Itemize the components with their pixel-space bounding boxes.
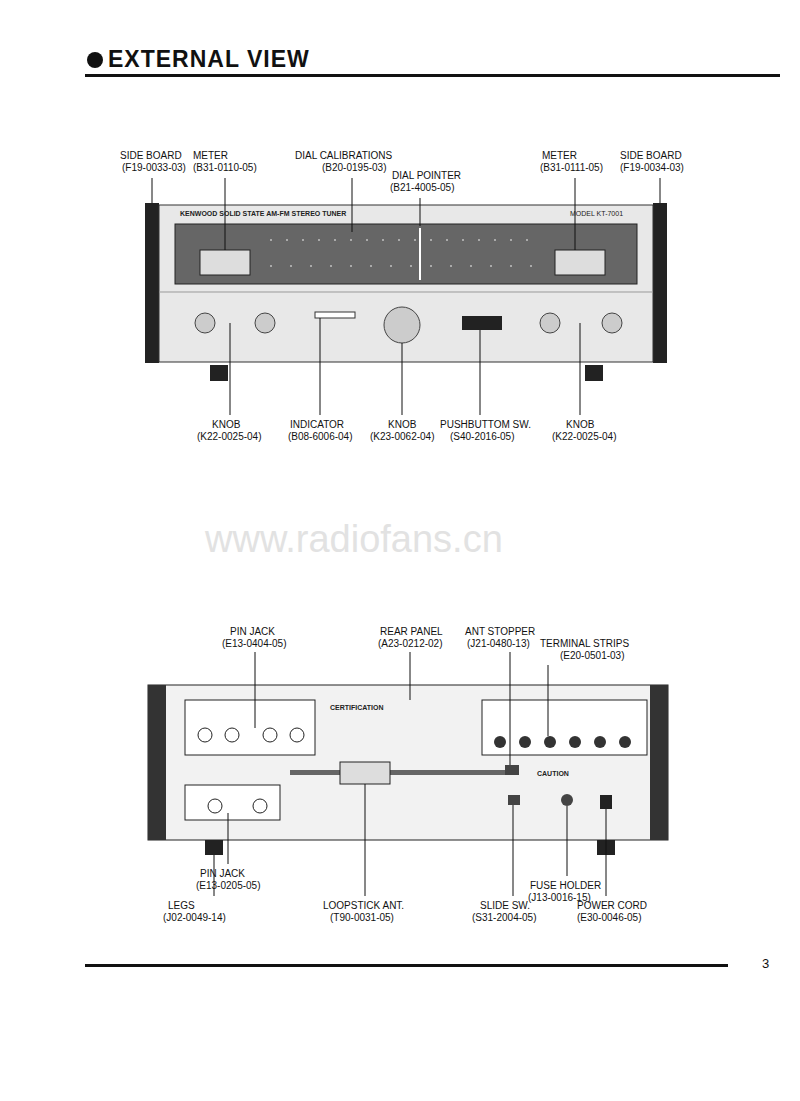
- part-name: LOOPSTICK ANT.: [323, 900, 404, 912]
- part-number: (F19-0033-03): [122, 162, 186, 174]
- part-number: (E13-0205-05): [196, 880, 260, 892]
- panel-text: MODEL KT-7001: [570, 210, 623, 218]
- part-number: (K22-0025-04): [197, 431, 261, 443]
- panel-text: CERTIFICATION: [330, 704, 384, 712]
- part-name: PUSHBUTTOM SW.: [440, 419, 531, 431]
- part-number: (E20-0501-03): [560, 650, 624, 662]
- part-number: (F19-0034-03): [620, 162, 684, 174]
- part-name: INDICATOR: [290, 419, 344, 431]
- part-name: POWER CORD: [577, 900, 647, 912]
- part-number: (A23-0212-02): [378, 638, 442, 650]
- watermark: www.radiofans.cn: [205, 518, 503, 562]
- part-number: (K22-0025-04): [552, 431, 616, 443]
- part-number: (S31-2004-05): [472, 912, 536, 924]
- panel-text: CAUTION: [537, 770, 569, 778]
- part-name: PIN JACK: [230, 626, 275, 638]
- part-number: (B20-0195-03): [322, 162, 386, 174]
- part-number: (K23-0062-04): [370, 431, 434, 443]
- part-number: (S40-2016-05): [450, 431, 514, 443]
- part-name: METER: [542, 150, 577, 162]
- part-name: METER: [193, 150, 228, 162]
- part-name: KNOB: [212, 419, 240, 431]
- part-number: (E13-0404-05): [222, 638, 286, 650]
- part-name: KNOB: [388, 419, 416, 431]
- part-name: DIAL CALIBRATIONS: [295, 150, 392, 162]
- part-name: REAR PANEL: [380, 626, 443, 638]
- part-name: TERMINAL STRIPS: [540, 638, 629, 650]
- part-name: KNOB: [566, 419, 594, 431]
- part-name: ANT STOPPER: [465, 626, 535, 638]
- part-number: (B31-0110-05): [193, 162, 257, 174]
- page-number: 3: [762, 957, 769, 972]
- part-number: (B08-6006-04): [288, 431, 352, 443]
- part-number: (B21-4005-05): [390, 182, 454, 194]
- part-name: SLIDE SW.: [480, 900, 530, 912]
- part-name: LEGS: [168, 900, 195, 912]
- part-number: (T90-0031-05): [330, 912, 394, 924]
- page-title: EXTERNAL VIEW: [108, 46, 310, 73]
- part-name: PIN JACK: [200, 868, 245, 880]
- part-number: (B31-0111-05): [540, 162, 603, 174]
- part-name: SIDE BOARD: [620, 150, 682, 162]
- part-name: FUSE HOLDER: [530, 880, 601, 892]
- part-name: SIDE BOARD: [120, 150, 182, 162]
- panel-text: KENWOOD SOLID STATE AM-FM STEREO TUNER: [180, 210, 346, 218]
- part-name: DIAL POINTER: [392, 170, 461, 182]
- part-number: (J21-0480-13): [467, 638, 530, 650]
- part-number: (E30-0046-05): [577, 912, 641, 924]
- part-number: (J02-0049-14): [163, 912, 226, 924]
